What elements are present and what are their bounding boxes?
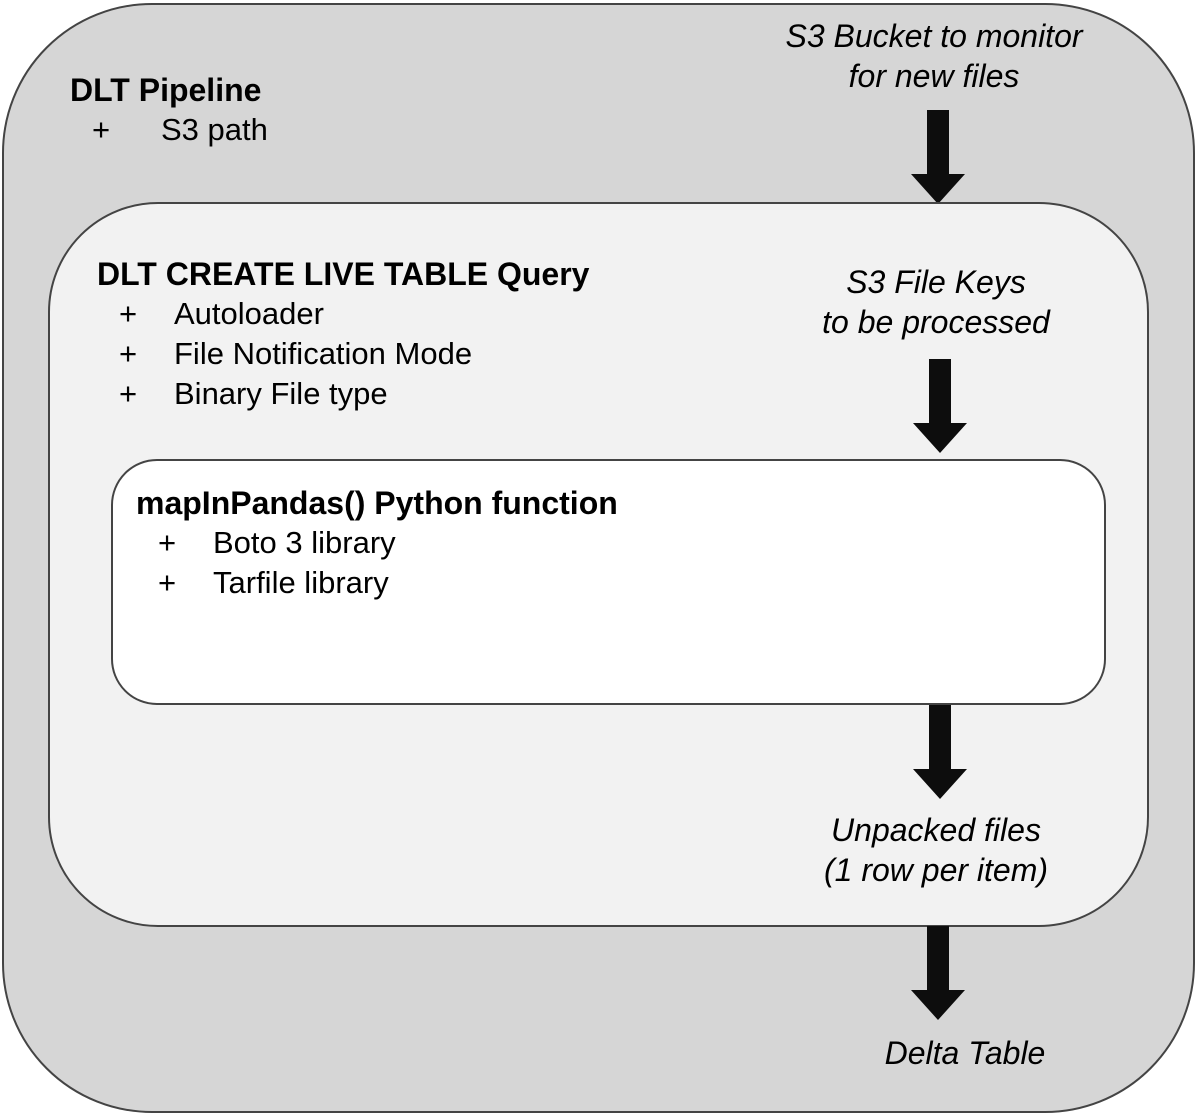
list-item-label: Autoloader — [174, 296, 324, 331]
plus-bullet: + — [158, 565, 177, 600]
plus-bullet: + — [92, 112, 111, 147]
list-item: + S3 path — [70, 110, 268, 150]
list-item-label: File Notification Mode — [174, 336, 473, 371]
arrow-s3-bucket-icon — [911, 110, 965, 204]
plus-bullet: + — [158, 525, 177, 560]
list-item-label: Tarfile library — [213, 565, 389, 600]
map-in-pandas-label-block: mapInPandas() Python function + Boto 3 l… — [136, 483, 618, 603]
list-item: + File Notification Mode — [97, 334, 589, 374]
dlt-pipeline-box: DLT Pipeline + S3 path S3 Bucket to moni… — [2, 3, 1195, 1113]
list-item: + Boto 3 library — [136, 523, 618, 563]
dlt-query-box: DLT CREATE LIVE TABLE Query + Autoloader… — [48, 202, 1149, 927]
dlt-pipeline-label-block: DLT Pipeline + S3 path — [70, 70, 268, 150]
list-item: + Binary File type — [97, 374, 589, 414]
map-in-pandas-title: mapInPandas() Python function — [136, 485, 618, 521]
arrow-unpacked-files-icon — [913, 705, 967, 799]
arrow-delta-table-icon — [911, 926, 965, 1020]
dlt-pipeline-title: DLT Pipeline — [70, 72, 262, 108]
plus-bullet: + — [119, 296, 138, 331]
map-in-pandas-box: mapInPandas() Python function + Boto 3 l… — [111, 459, 1106, 705]
list-item-label: S3 path — [161, 112, 268, 147]
unpacked-files-caption: Unpacked files (1 row per item) — [823, 812, 1049, 888]
delta-table-caption: Delta Table — [884, 1035, 1046, 1071]
arrow-file-keys-icon — [913, 359, 967, 453]
list-item: + Tarfile library — [136, 563, 618, 603]
list-item: + Autoloader — [97, 294, 589, 334]
s3-file-keys-caption: S3 File Keys to be processed — [822, 264, 1050, 340]
dlt-query-title: DLT CREATE LIVE TABLE Query — [97, 256, 590, 292]
s3-bucket-caption: S3 Bucket to monitor for new files — [785, 18, 1083, 94]
list-item-label: Boto 3 library — [213, 525, 396, 560]
dlt-query-label-block: DLT CREATE LIVE TABLE Query + Autoloader… — [97, 254, 589, 414]
plus-bullet: + — [119, 336, 138, 371]
plus-bullet: + — [119, 376, 138, 411]
list-item-label: Binary File type — [174, 376, 388, 411]
